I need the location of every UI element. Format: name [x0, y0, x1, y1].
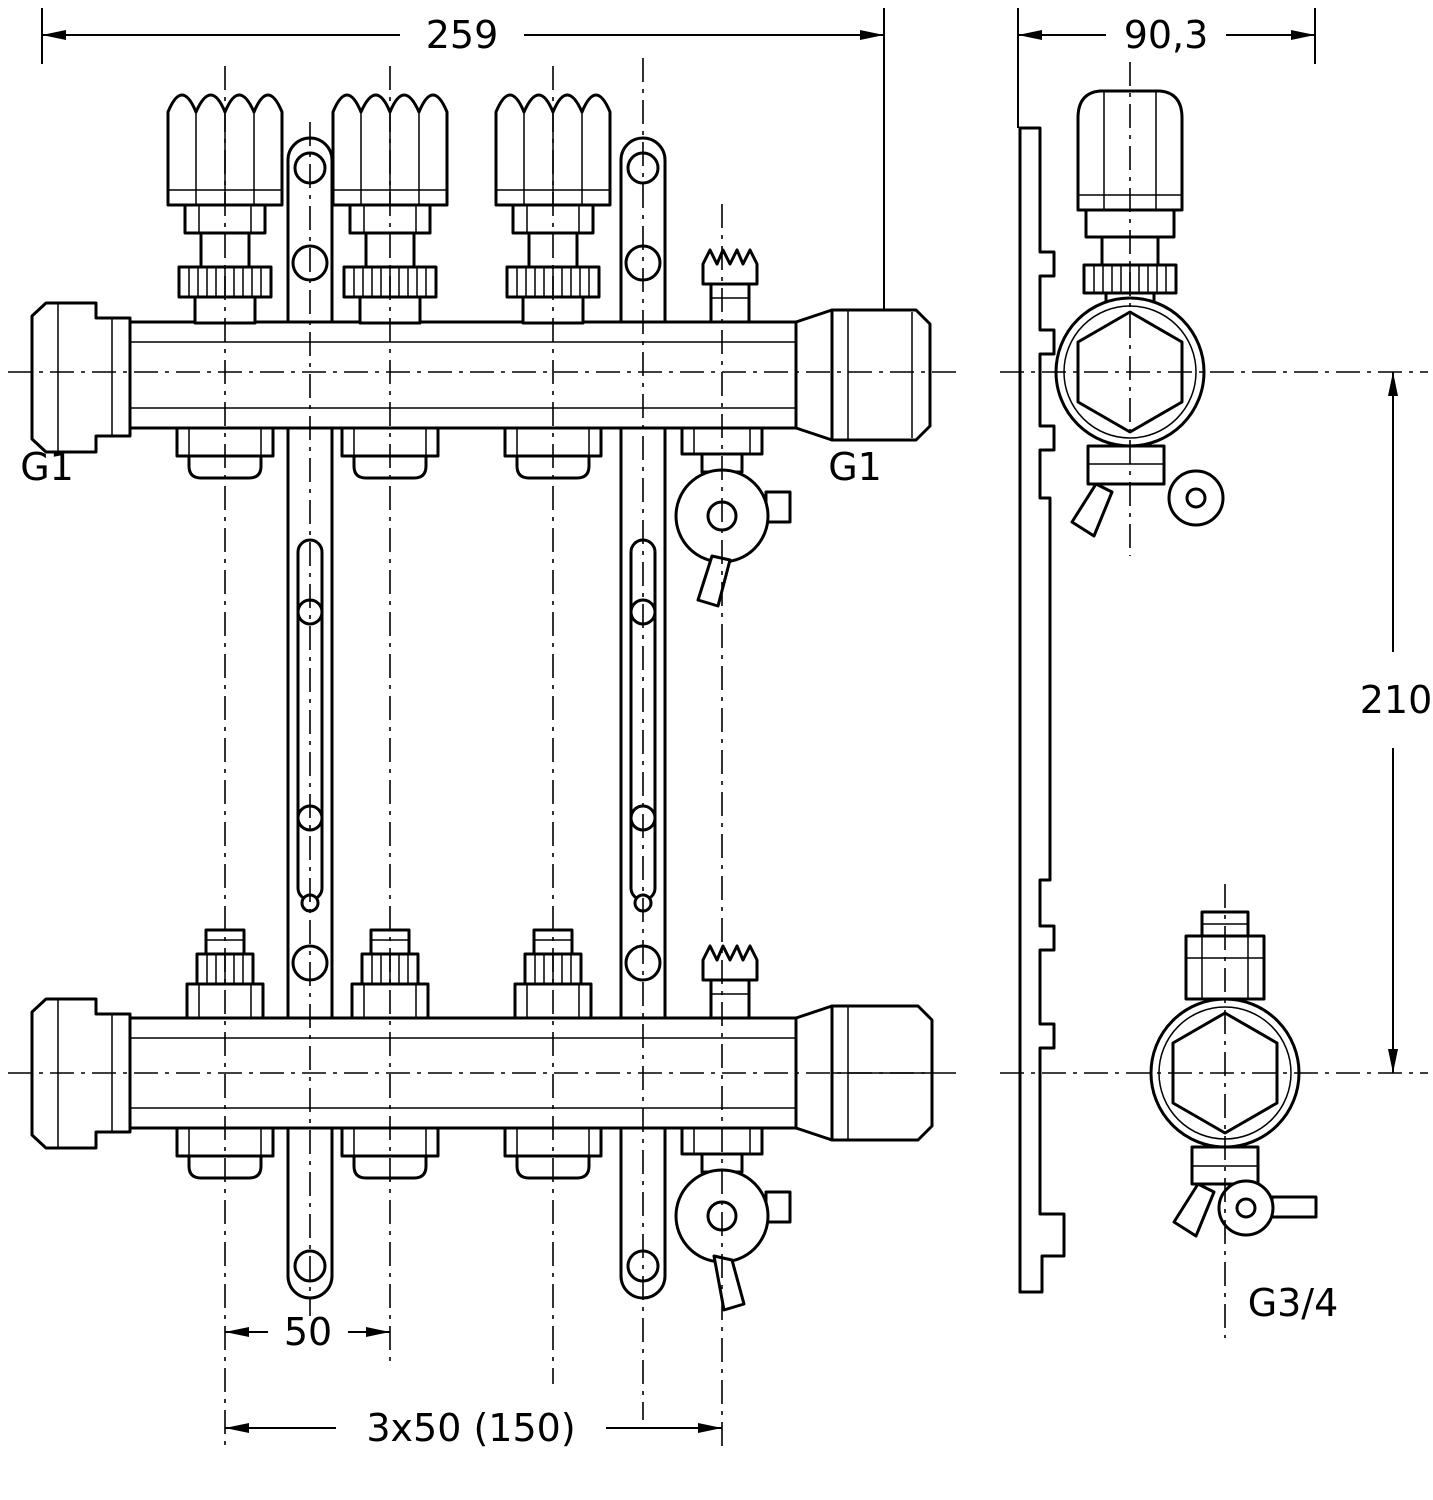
side-view	[1018, 89, 1318, 1294]
dimension-outlet-spacing-label: 50	[284, 1310, 332, 1354]
centerlines	[8, 58, 1428, 1452]
air-vent-bottom	[701, 944, 759, 1020]
label-connection-right: G1	[828, 445, 882, 489]
drain-valve-bottom	[674, 1126, 792, 1312]
dimension-depth: 90,3	[1018, 13, 1315, 57]
dimension-axis-distance: 210	[1360, 372, 1433, 1073]
drain-valve-top	[674, 426, 792, 608]
bracket-profile	[1018, 126, 1066, 1294]
dimension-outlet-spacing-total-label: 3x50 (150)	[366, 1406, 575, 1450]
air-vent-top	[701, 248, 759, 324]
dimension-overall-width-label: 259	[426, 13, 499, 57]
dimension-axis-distance-label: 210	[1360, 678, 1433, 722]
dimension-outlet-spacing: 50	[225, 1310, 390, 1354]
drain-valve-side-bottom	[1172, 1145, 1318, 1238]
dimensions: 259 90,3 210 50 3x50 (150) G1 G1	[20, 8, 1432, 1450]
dimension-overall-width: 259	[42, 13, 884, 57]
dimension-depth-label: 90,3	[1124, 13, 1209, 57]
label-connection-drain: G3/4	[1248, 1281, 1339, 1325]
label-connection-left: G1	[20, 445, 74, 489]
union-nut-right-top	[830, 308, 932, 442]
front-view	[30, 93, 934, 1312]
drain-handle-top	[696, 554, 732, 608]
dimension-outlet-spacing-total: 3x50 (150)	[225, 1406, 722, 1450]
union-fitting-left-top	[30, 301, 132, 454]
drain-valve-side-top	[1070, 444, 1225, 538]
drain-handle-bottom	[712, 1254, 746, 1312]
supply-manifold	[30, 301, 932, 454]
